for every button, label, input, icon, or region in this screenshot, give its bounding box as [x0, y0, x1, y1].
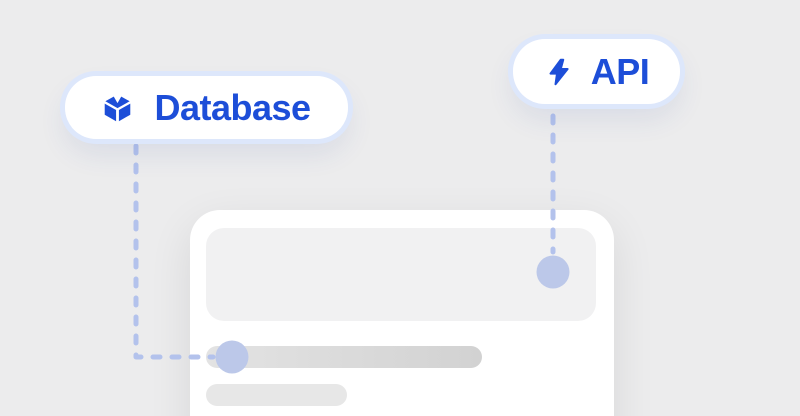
api-chip-label: API	[590, 50, 650, 92]
skeleton-bar-short	[206, 384, 347, 406]
database-chip-label: Database	[154, 86, 311, 128]
header-skeleton-block	[206, 228, 596, 321]
cube-icon	[102, 92, 133, 123]
lightning-bolt-icon	[544, 57, 574, 87]
database-chip: Database	[65, 76, 348, 139]
api-chip: API	[513, 39, 680, 104]
app-window-card	[190, 210, 614, 416]
skeleton-bar-long	[206, 346, 482, 368]
